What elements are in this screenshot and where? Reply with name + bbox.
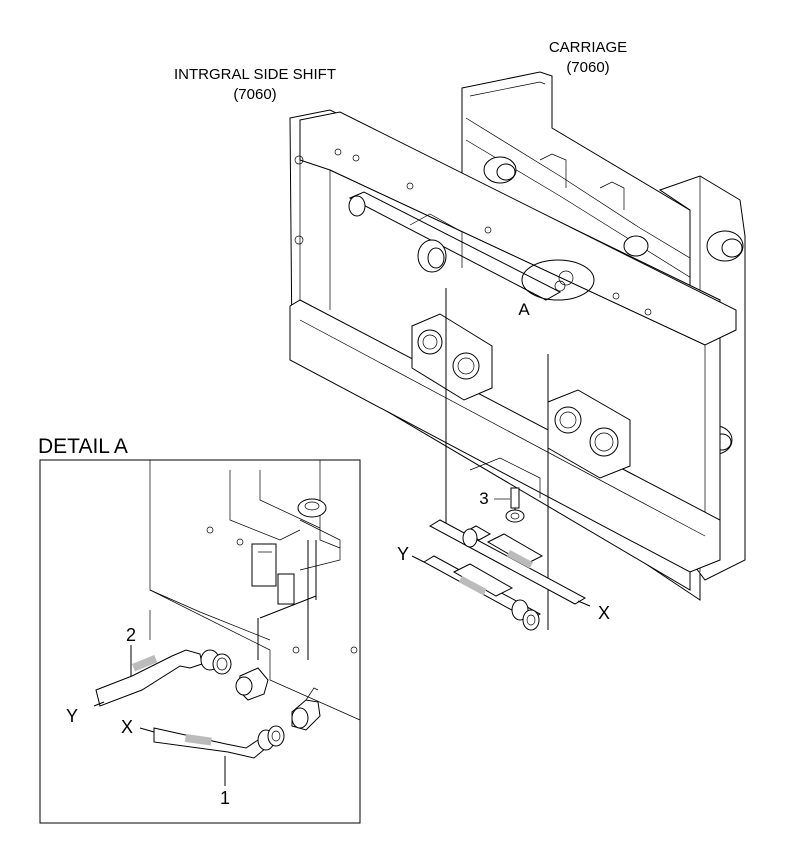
detail-a-drawing (93, 460, 361, 786)
hose-x-label: X (598, 603, 610, 623)
carriage-code: (7060) (566, 59, 609, 76)
carriage-label: CARRIAGE (549, 39, 627, 56)
side-shift-label: INTRGRAL SIDE SHIFT (174, 66, 336, 83)
detail-marker-label: A (518, 300, 530, 319)
side-shift-code: (7060) (233, 86, 276, 103)
hose-y-label: Y (397, 544, 409, 564)
part-2-label: 2 (126, 625, 136, 645)
detail-title: DETAIL A (38, 435, 128, 458)
detail-a-callout (521, 259, 595, 301)
part-3-label: 3 (479, 489, 488, 508)
detail-a-box (39, 459, 361, 824)
detail-hose-x-label: X (121, 717, 133, 737)
exploded-hoses (411, 487, 591, 631)
detail-hose-y-label: Y (66, 706, 78, 726)
part-1-label: 1 (220, 788, 230, 808)
side-shift-assembly (289, 109, 737, 630)
